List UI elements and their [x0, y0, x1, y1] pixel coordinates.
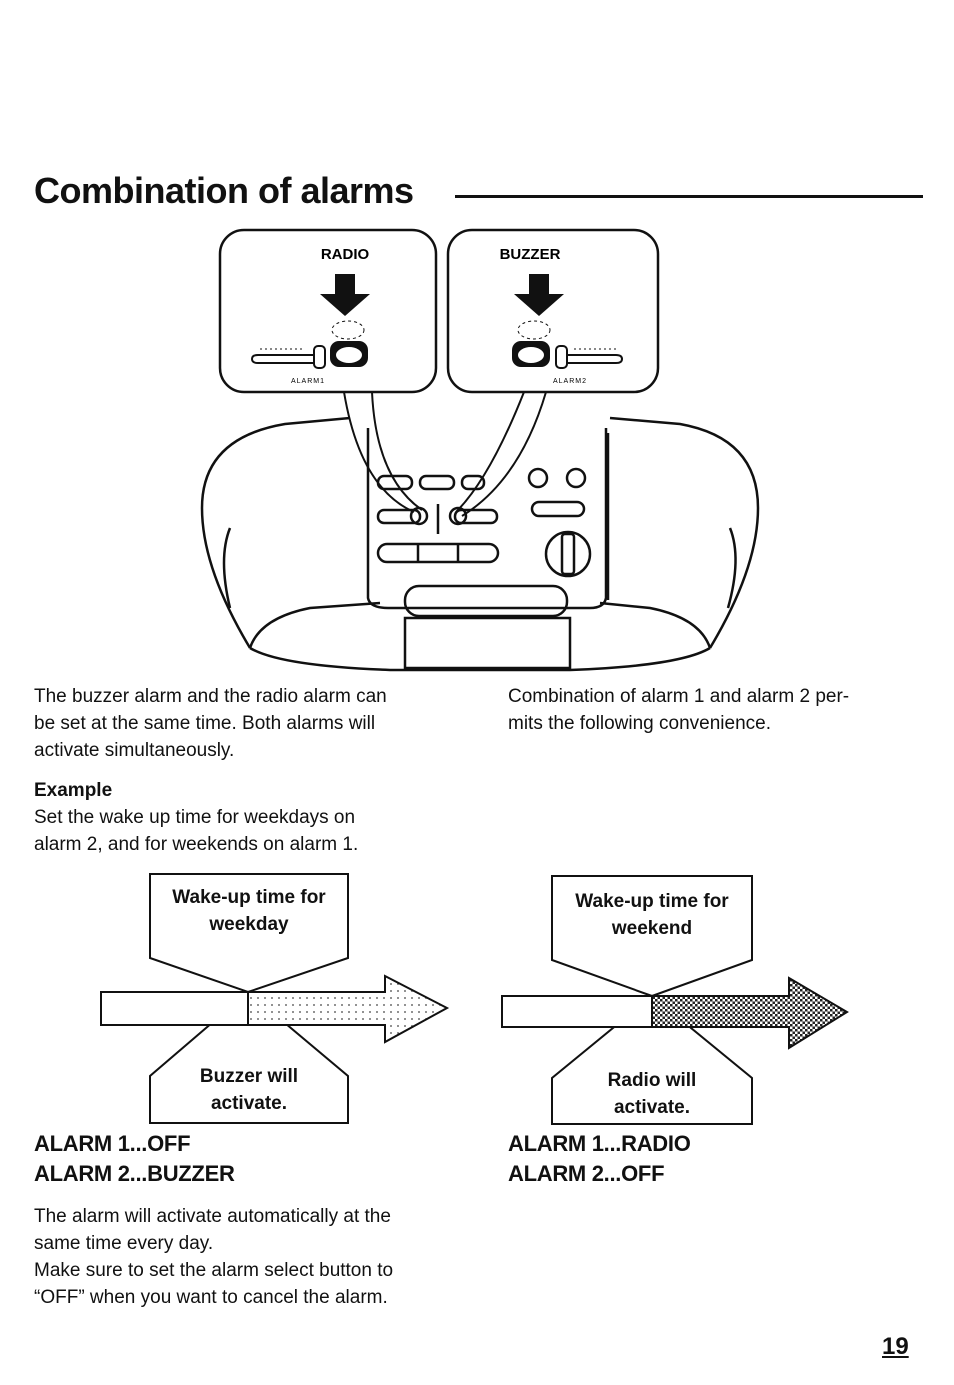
- down-arrow-icon: [320, 274, 370, 316]
- alarm2-caption: ALARM2: [553, 378, 587, 385]
- text-line: Make sure to set the alarm select button…: [34, 1260, 394, 1281]
- note-paragraph: The alarm will activate automatically at…: [34, 1203, 464, 1311]
- box-line: weekend: [611, 918, 693, 939]
- box-line: weekday: [209, 914, 289, 935]
- page-title: Combination of alarms: [34, 170, 414, 211]
- weekend-wake-box: Wake-up time for weekend: [552, 888, 752, 942]
- radio-callout-label: RADIO: [321, 246, 370, 263]
- right-intro-paragraph: Combination of alarm 1 and alarm 2 per- …: [508, 683, 928, 737]
- box-line: Wake-up time for: [172, 887, 326, 908]
- buzzer-callout: BUZZER ALARM2: [446, 228, 660, 394]
- text-line: mits the following convenience.: [508, 713, 771, 734]
- text-line: “OFF” when you want to cancel the alarm.: [34, 1287, 388, 1308]
- boombox-illustration: RADIO ALARM1 BUZZER ALARM2: [200, 228, 760, 672]
- left-alarm1-setting: ALARM 1...OFF: [34, 1131, 191, 1156]
- weekday-timeline-diagram: [100, 873, 450, 1124]
- box-line: activate.: [210, 1093, 288, 1114]
- radio-callout: RADIO ALARM1: [218, 228, 438, 394]
- text-line: activate simultaneously.: [34, 740, 235, 761]
- down-arrow-icon: [514, 274, 564, 316]
- radio-activate-box: Radio will activate.: [552, 1067, 752, 1121]
- right-alarm2-setting: ALARM 2...OFF: [508, 1161, 665, 1186]
- text-line: same time every day.: [34, 1233, 214, 1254]
- text-line: The buzzer alarm and the radio alarm can: [34, 686, 387, 707]
- alarm1-caption: ALARM1: [291, 378, 325, 385]
- text-line: alarm 2, and for weekends on alarm 1.: [34, 834, 359, 855]
- weekend-timeline-diagram: [501, 875, 849, 1125]
- example-heading: Example: [34, 780, 113, 801]
- title-rule: [455, 195, 923, 198]
- buzzer-activate-box: Buzzer will activate.: [150, 1063, 348, 1117]
- text-line: Combination of alarm 1 and alarm 2 per-: [508, 686, 850, 707]
- boombox-body: [200, 416, 760, 672]
- example-paragraph: Set the wake up time for weekdays on ala…: [34, 804, 454, 858]
- box-line: Radio will: [607, 1070, 697, 1091]
- intro-paragraph: The buzzer alarm and the radio alarm can…: [34, 683, 454, 764]
- page-number: 19: [882, 1333, 909, 1360]
- text-line: be set at the same time. Both alarms wil…: [34, 713, 376, 734]
- box-line: activate.: [613, 1097, 691, 1118]
- callout-pointers: [343, 391, 547, 517]
- text-line: The alarm will activate automatically at…: [34, 1206, 391, 1227]
- box-line: Wake-up time for: [575, 891, 729, 912]
- left-alarm2-setting: ALARM 2...BUZZER: [34, 1161, 235, 1186]
- text-line: Set the wake up time for weekdays on: [34, 807, 356, 828]
- weekday-wake-box: Wake-up time for weekday: [150, 884, 348, 938]
- buzzer-callout-label: BUZZER: [500, 246, 561, 263]
- right-alarm1-setting: ALARM 1...RADIO: [508, 1131, 691, 1156]
- box-line: Buzzer will: [199, 1066, 299, 1087]
